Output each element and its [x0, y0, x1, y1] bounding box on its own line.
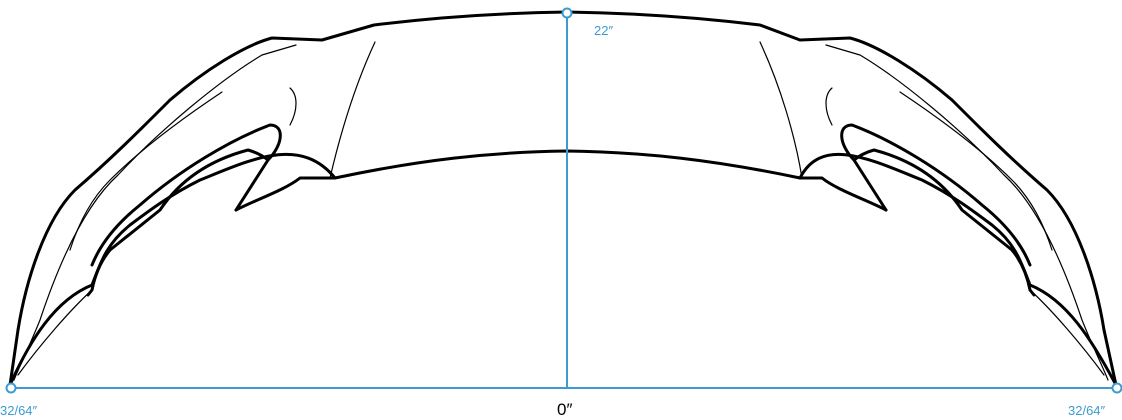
- left-lower-crease: [17, 289, 93, 376]
- right-wing-slot: [852, 148, 1036, 297]
- right-center-crease: [759, 41, 803, 179]
- left-wing-slot: [86, 148, 270, 297]
- right-end-label: 32/64″: [1068, 403, 1106, 418]
- right-lower-crease: [1029, 289, 1105, 376]
- left-outer-crease: [13, 44, 297, 381]
- right-wing-fin: [840, 123, 1032, 267]
- right-inner-crease: [899, 91, 1053, 251]
- left-fin-edge: [289, 87, 297, 126]
- spoiler-detail-lines: [13, 41, 1109, 381]
- right-wing-slot-top: [798, 176, 888, 212]
- left-center-crease: [329, 41, 376, 179]
- height-dimension-label: 22″: [594, 23, 614, 38]
- spoiler-outline: [8, 10, 1118, 387]
- left-end-label: 32/64″: [0, 403, 38, 418]
- spoiler-body-outline: [8, 10, 1118, 387]
- right-fin-edge: [825, 87, 833, 126]
- left-wing-slot-top: [234, 176, 337, 212]
- left-wing-fin: [90, 123, 282, 267]
- left-inner-crease: [69, 91, 223, 251]
- right-outer-crease: [825, 44, 1109, 381]
- dimension-lines: [5, 7, 1122, 394]
- right-dimension-point: [1111, 382, 1122, 394]
- top-dimension-point: [561, 7, 573, 19]
- spoiler-underside-arc: [8, 149, 1118, 387]
- left-dimension-point: [5, 382, 17, 394]
- width-center-label: 0″: [557, 400, 573, 419]
